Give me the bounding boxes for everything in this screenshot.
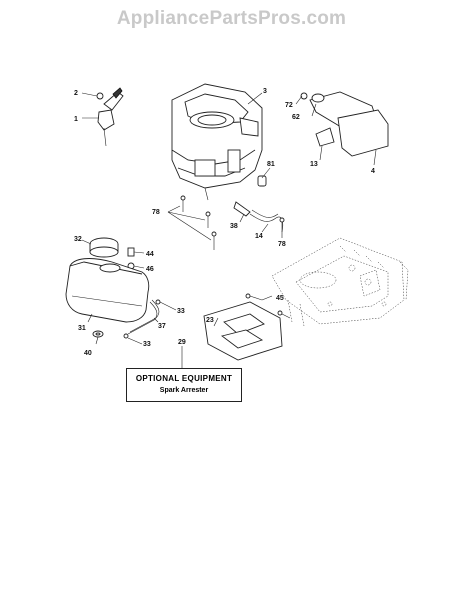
callout-45: 45 <box>276 295 284 302</box>
callout-29: 29 <box>178 339 186 346</box>
callout-78-right: 78 <box>278 241 286 248</box>
callout-1: 1 <box>74 116 78 123</box>
tank-strap-part <box>92 299 177 345</box>
heat-shield-part <box>203 293 291 361</box>
callout-32: 32 <box>74 236 82 243</box>
fuel-line-part <box>233 201 285 238</box>
optional-equipment-title: OPTIONAL EQUIPMENT <box>135 374 233 383</box>
callout-33-lower: 33 <box>143 341 151 348</box>
callout-3: 3 <box>263 88 267 95</box>
bolt-part <box>167 195 217 250</box>
callout-23: 23 <box>206 317 214 324</box>
engine-part <box>171 83 263 201</box>
callout-78-left: 78 <box>152 209 160 216</box>
callout-37: 37 <box>158 323 166 330</box>
callout-62: 62 <box>292 114 300 121</box>
mount-plate-part <box>271 237 409 327</box>
callout-38: 38 <box>230 223 238 230</box>
spark-arrester-label: Spark Arrester <box>159 387 209 394</box>
callout-81: 81 <box>267 161 275 168</box>
callout-33-upper: 33 <box>177 308 185 315</box>
callout-46: 46 <box>146 266 154 273</box>
muffler-part <box>295 91 389 166</box>
callout-13: 13 <box>310 161 318 168</box>
callout-2: 2 <box>74 90 78 97</box>
fuel-tank-part <box>65 258 150 323</box>
optional-equipment-box: OPTIONAL EQUIPMENT Spark Arrester <box>126 368 242 402</box>
callout-72: 72 <box>285 102 293 109</box>
callout-14: 14 <box>255 233 263 240</box>
callout-40: 40 <box>84 350 92 357</box>
callout-4: 4 <box>371 168 375 175</box>
callout-44: 44 <box>146 251 154 258</box>
spacer-part <box>257 167 271 187</box>
watermark: AppliancePartsPros.com <box>116 8 347 29</box>
callout-31: 31 <box>78 325 86 332</box>
throttle-control-part <box>81 87 124 147</box>
